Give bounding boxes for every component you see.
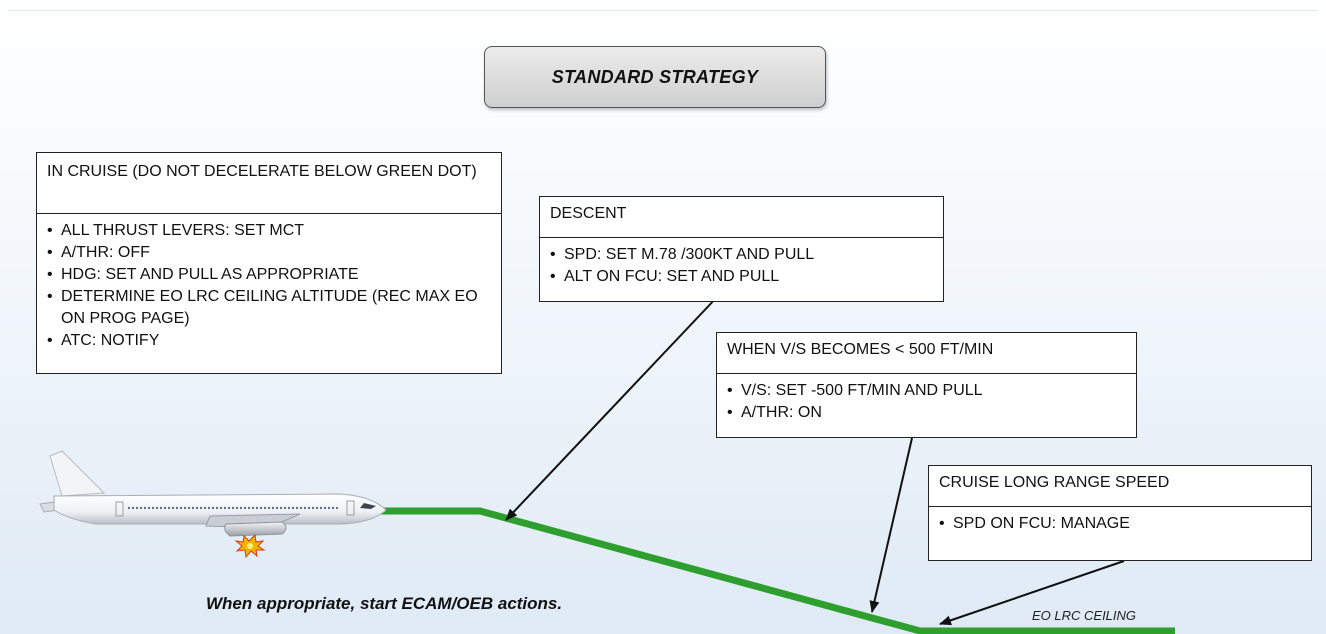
list-item: HDG: SET AND PULL AS APPROPRIATE <box>47 264 491 286</box>
descent-arrow <box>505 295 719 521</box>
title-box: STANDARD STRATEGY <box>484 46 826 108</box>
list-item: SPD ON FCU: MANAGE <box>939 513 1301 535</box>
airliner-icon <box>39 450 387 537</box>
cruise-box-list: ALL THRUST LEVERS: SET MCT A/THR: OFF HD… <box>37 214 501 358</box>
descent-box-list: SPD: SET M.78 /300KT AND PULL ALT ON FCU… <box>540 238 943 294</box>
list-item: A/THR: OFF <box>47 242 491 264</box>
list-item: DETERMINE EO LRC CEILING ALTITUDE (REC M… <box>47 286 491 330</box>
list-item: ALL THRUST LEVERS: SET MCT <box>47 220 491 242</box>
vs-box-heading: WHEN V/S BECOMES < 500 FT/MIN <box>717 333 1136 374</box>
list-item: SPD: SET M.78 /300KT AND PULL <box>550 244 933 266</box>
cruise-box-heading: IN CRUISE (DO NOT DECELERATE BELOW GREEN… <box>37 153 501 214</box>
lrs-arrow <box>939 560 1125 626</box>
top-frame-line <box>8 10 1318 11</box>
vs-box: WHEN V/S BECOMES < 500 FT/MIN V/S: SET -… <box>716 332 1137 438</box>
vs-box-list: V/S: SET -500 FT/MIN AND PULL A/THR: ON <box>717 374 1136 430</box>
list-item: ATC: NOTIFY <box>47 330 491 352</box>
list-item: ALT ON FCU: SET AND PULL <box>550 266 933 288</box>
long-range-speed-box-heading: CRUISE LONG RANGE SPEED <box>929 466 1311 507</box>
list-item: V/S: SET -500 FT/MIN AND PULL <box>727 380 1126 402</box>
ceiling-label: EO LRC CEILING <box>1032 608 1137 623</box>
descent-box: DESCENT SPD: SET M.78 /300KT AND PULL AL… <box>539 196 944 302</box>
cruise-box: IN CRUISE (DO NOT DECELERATE BELOW GREEN… <box>36 152 502 374</box>
long-range-speed-box-list: SPD ON FCU: MANAGE <box>929 507 1311 541</box>
long-range-speed-box: CRUISE LONG RANGE SPEED SPD ON FCU: MANA… <box>928 465 1312 561</box>
diagram-title: STANDARD STRATEGY <box>551 66 759 87</box>
list-item: A/THR: ON <box>727 402 1126 424</box>
engine-fire-icon <box>234 533 266 559</box>
flight-path <box>378 507 1175 634</box>
vs-arrow <box>869 437 913 613</box>
ecam-note: When appropriate, start ECAM/OEB actions… <box>206 594 563 613</box>
descent-box-heading: DESCENT <box>540 197 943 238</box>
